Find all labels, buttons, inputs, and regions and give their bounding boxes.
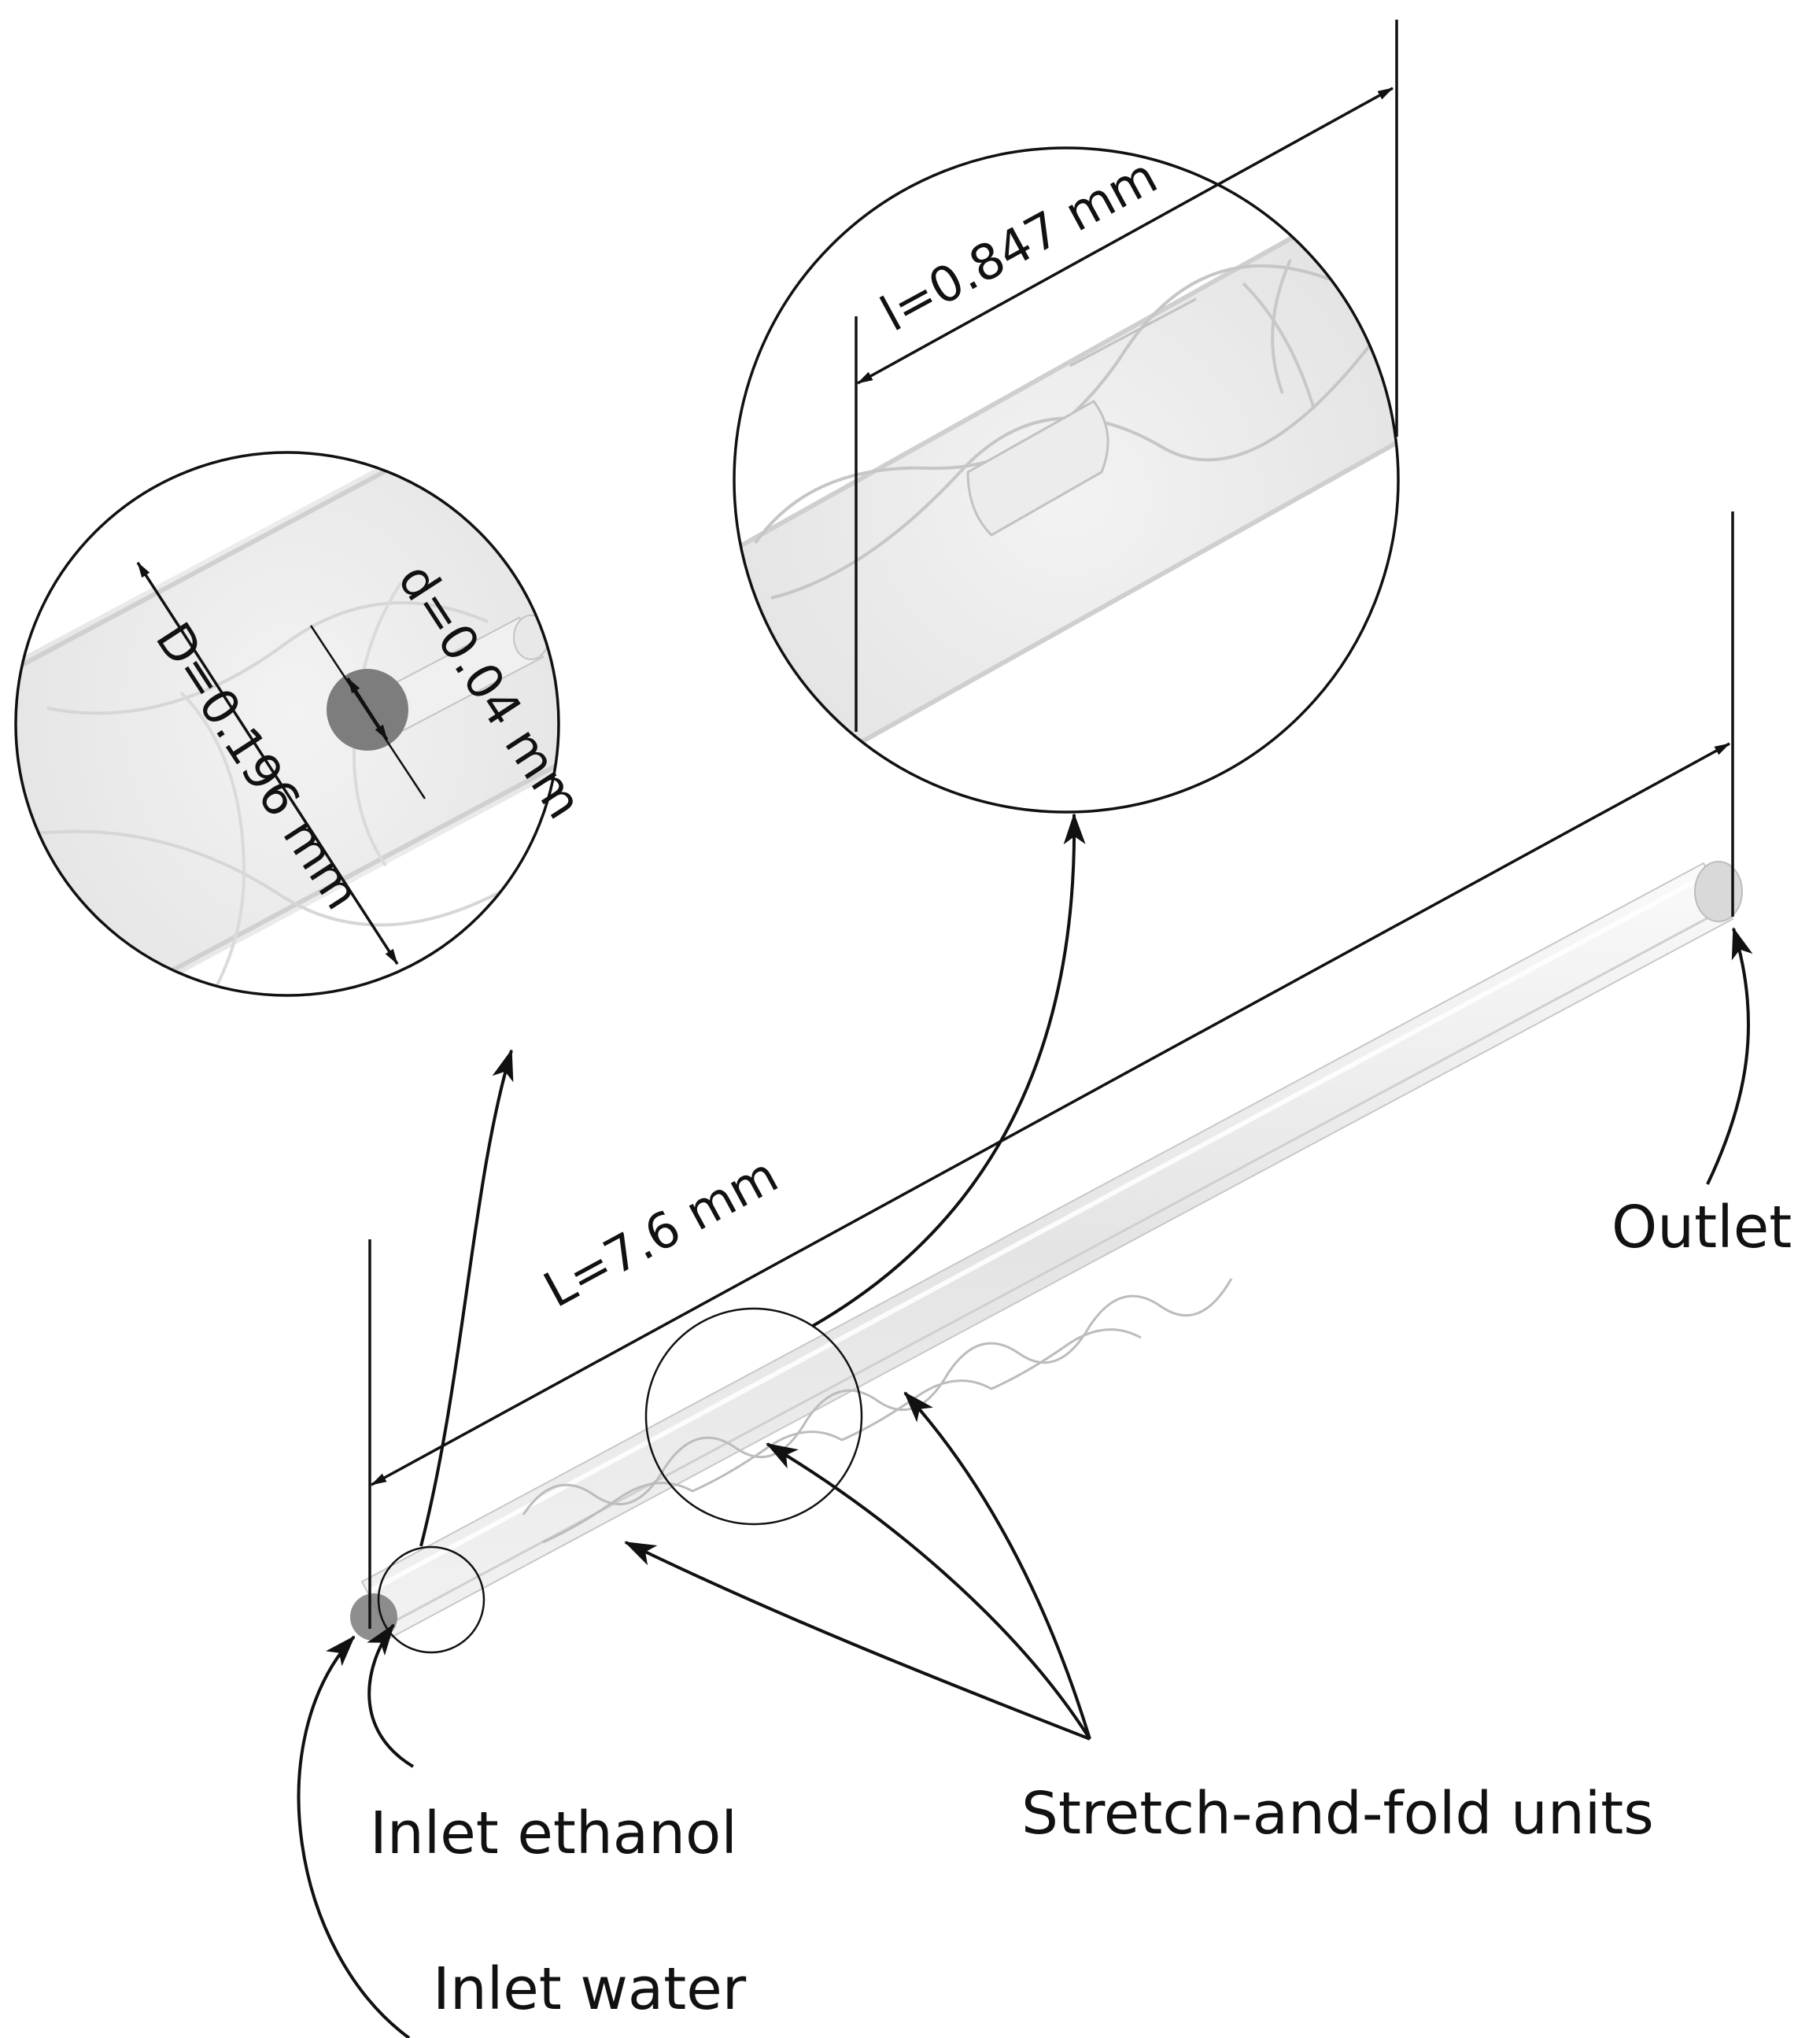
stretch-fold-pointer-3 [903,1391,1091,1740]
inlet-ethanol-label: Inlet ethanol [370,1800,737,1867]
inlet-to-zoom-arrow [419,1049,514,1547]
unit-length-dimension [857,87,1394,385]
inlet-ethanol-pointer [367,1623,415,1768]
outlet-end-cap [1694,861,1743,922]
inlet-zoom-view [14,451,560,997]
inner-diameter-dimension [346,677,389,740]
stretch-fold-label: Stretch-and-fold units [1021,1780,1654,1848]
inlet-water-label: Inlet water [433,1955,747,2023]
stretch-fold-pointer-2 [766,1442,1091,1741]
stretch-fold-pointer-1 [624,1541,1091,1741]
outlet-label: Outlet [1611,1194,1792,1261]
inlet-zoom-circle [14,451,560,997]
total-length-dimension [371,742,1730,1486]
outlet-pointer-arrow [1706,927,1753,1185]
unit-to-zoom-arrow [812,813,1086,1327]
inlet-water-pointer [297,1635,411,2038]
inlet-zoom-marker [377,1545,485,1654]
total-length-label: L=7.6 mm [534,1146,787,1319]
outer-diameter-dimension [136,562,399,965]
main-tube [350,861,1743,1641]
unit-zoom-view [733,20,1400,814]
